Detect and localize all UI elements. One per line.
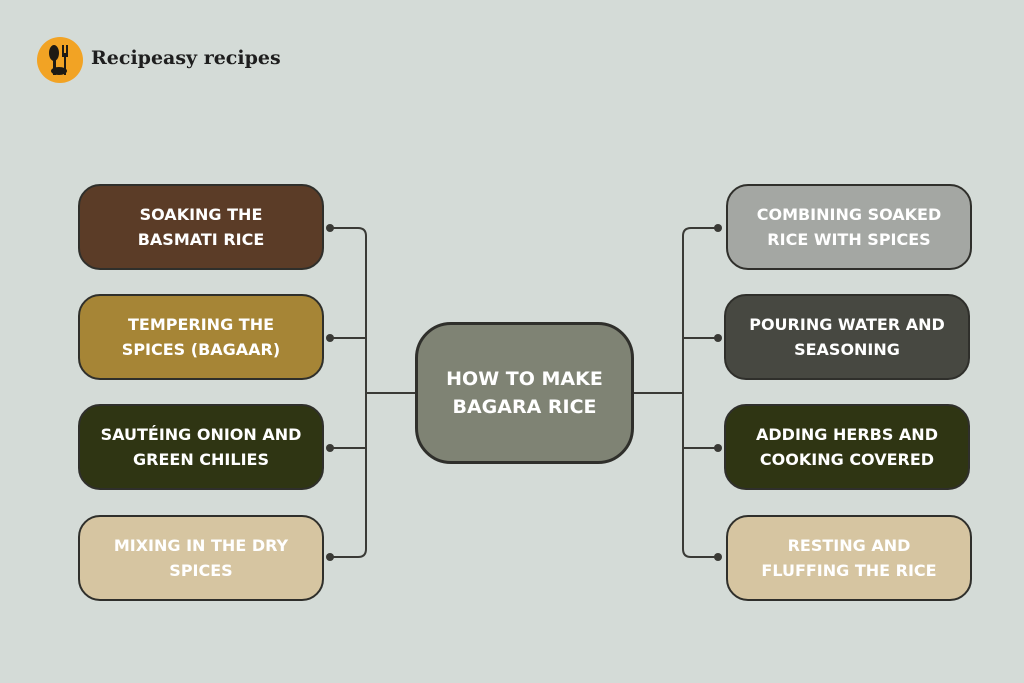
- logo-fork-spoon-icon: [37, 37, 83, 83]
- step-soaking-rice: SOAKING THE BASMATI RICE: [78, 184, 324, 270]
- step-tempering-spices: TEMPERING THE SPICES (BAGAAR): [78, 294, 324, 380]
- step-combining-rice: COMBINING SOAKED RICE WITH SPICES: [726, 184, 972, 270]
- central-topic: HOW TO MAKE BAGARA RICE: [415, 322, 634, 464]
- step-sauteing-onion: SAUTÉING ONION AND GREEN CHILIES: [78, 404, 324, 490]
- step-resting-rice: RESTING AND FLUFFING THE RICE: [726, 515, 972, 601]
- step-mixing-dry-spices: MIXING IN THE DRY SPICES: [78, 515, 324, 601]
- step-adding-herbs: ADDING HERBS AND COOKING COVERED: [724, 404, 970, 490]
- brand-name: Recipeasy recipes: [91, 47, 281, 69]
- step-pouring-water: POURING WATER AND SEASONING: [724, 294, 970, 380]
